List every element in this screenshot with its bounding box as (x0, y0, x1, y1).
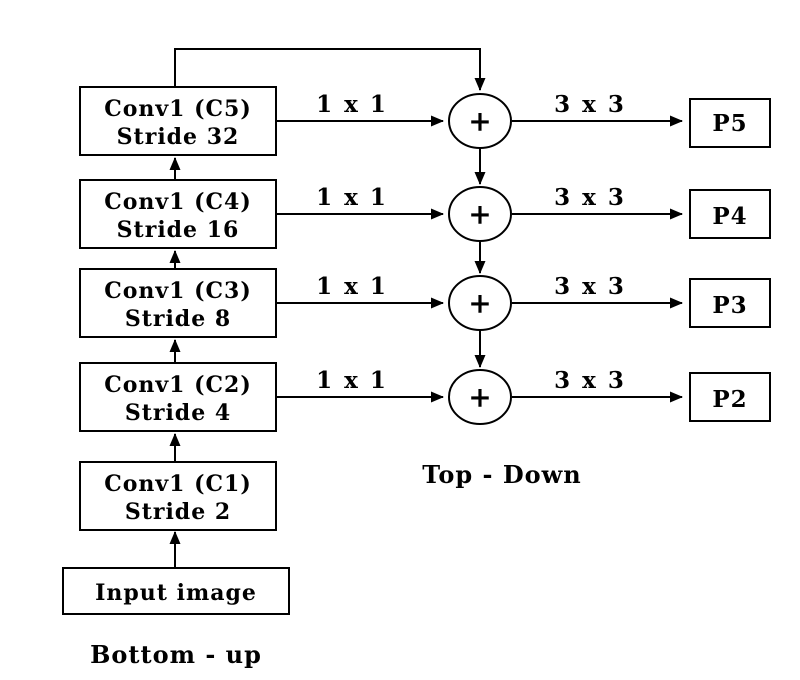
conv-c5-title: Conv1 (C5) (104, 96, 252, 122)
output-p4-box (689, 189, 771, 239)
c2-lateral-label: 1 x 1 (316, 367, 388, 394)
conv-c3-box (79, 268, 277, 338)
conv-c5-box (79, 86, 277, 156)
c3-lateral-label: 1 x 1 (316, 273, 388, 300)
conv-c2-box (79, 362, 277, 432)
plus-icon: + (468, 198, 491, 231)
p3-conv-label: 3 x 3 (554, 273, 626, 300)
conv-c3-title: Conv1 (C3) (104, 278, 252, 304)
plus-icon: + (468, 287, 491, 320)
c4-lateral-label: 1 x 1 (316, 184, 388, 211)
output-p3-box (689, 278, 771, 328)
merge-node-4 (448, 369, 512, 425)
input-image-box (62, 567, 290, 615)
c5-to-merge-top-route-arrow (174, 48, 486, 91)
bottom-up-label: Bottom - up (90, 640, 262, 669)
input-image-label: Input image (95, 580, 257, 606)
plus-icon: + (468, 105, 491, 138)
p2-conv-label: 3 x 3 (554, 367, 626, 394)
conv-c4-stride: Stride 16 (117, 217, 240, 243)
c5-lateral-label: 1 x 1 (316, 91, 388, 118)
conv-c1-title: Conv1 (C1) (104, 471, 252, 497)
output-p5-box (689, 98, 771, 148)
output-p5-label: P5 (712, 110, 747, 137)
merge-node-2 (448, 186, 512, 242)
plus-icon: + (468, 381, 491, 414)
output-p4-label: P4 (712, 203, 747, 230)
conv-c1-stride: Stride 2 (125, 499, 231, 525)
conv-c1-box (79, 461, 277, 531)
conv-c5-stride: Stride 32 (117, 124, 240, 150)
top-down-label: Top - Down (422, 460, 582, 489)
merge-node-3 (448, 275, 512, 331)
conv-c2-title: Conv1 (C2) (104, 372, 252, 398)
conv-c3-stride: Stride 8 (125, 306, 231, 332)
p5-conv-label: 3 x 3 (554, 91, 626, 118)
output-p2-box (689, 372, 771, 422)
merge-node-1 (448, 93, 512, 149)
output-p2-label: P2 (712, 386, 747, 413)
output-p3-label: P3 (712, 292, 747, 319)
conv-c4-box (79, 179, 277, 249)
p4-conv-label: 3 x 3 (554, 184, 626, 211)
conv-c4-title: Conv1 (C4) (104, 189, 252, 215)
conv-c2-stride: Stride 4 (125, 400, 231, 426)
